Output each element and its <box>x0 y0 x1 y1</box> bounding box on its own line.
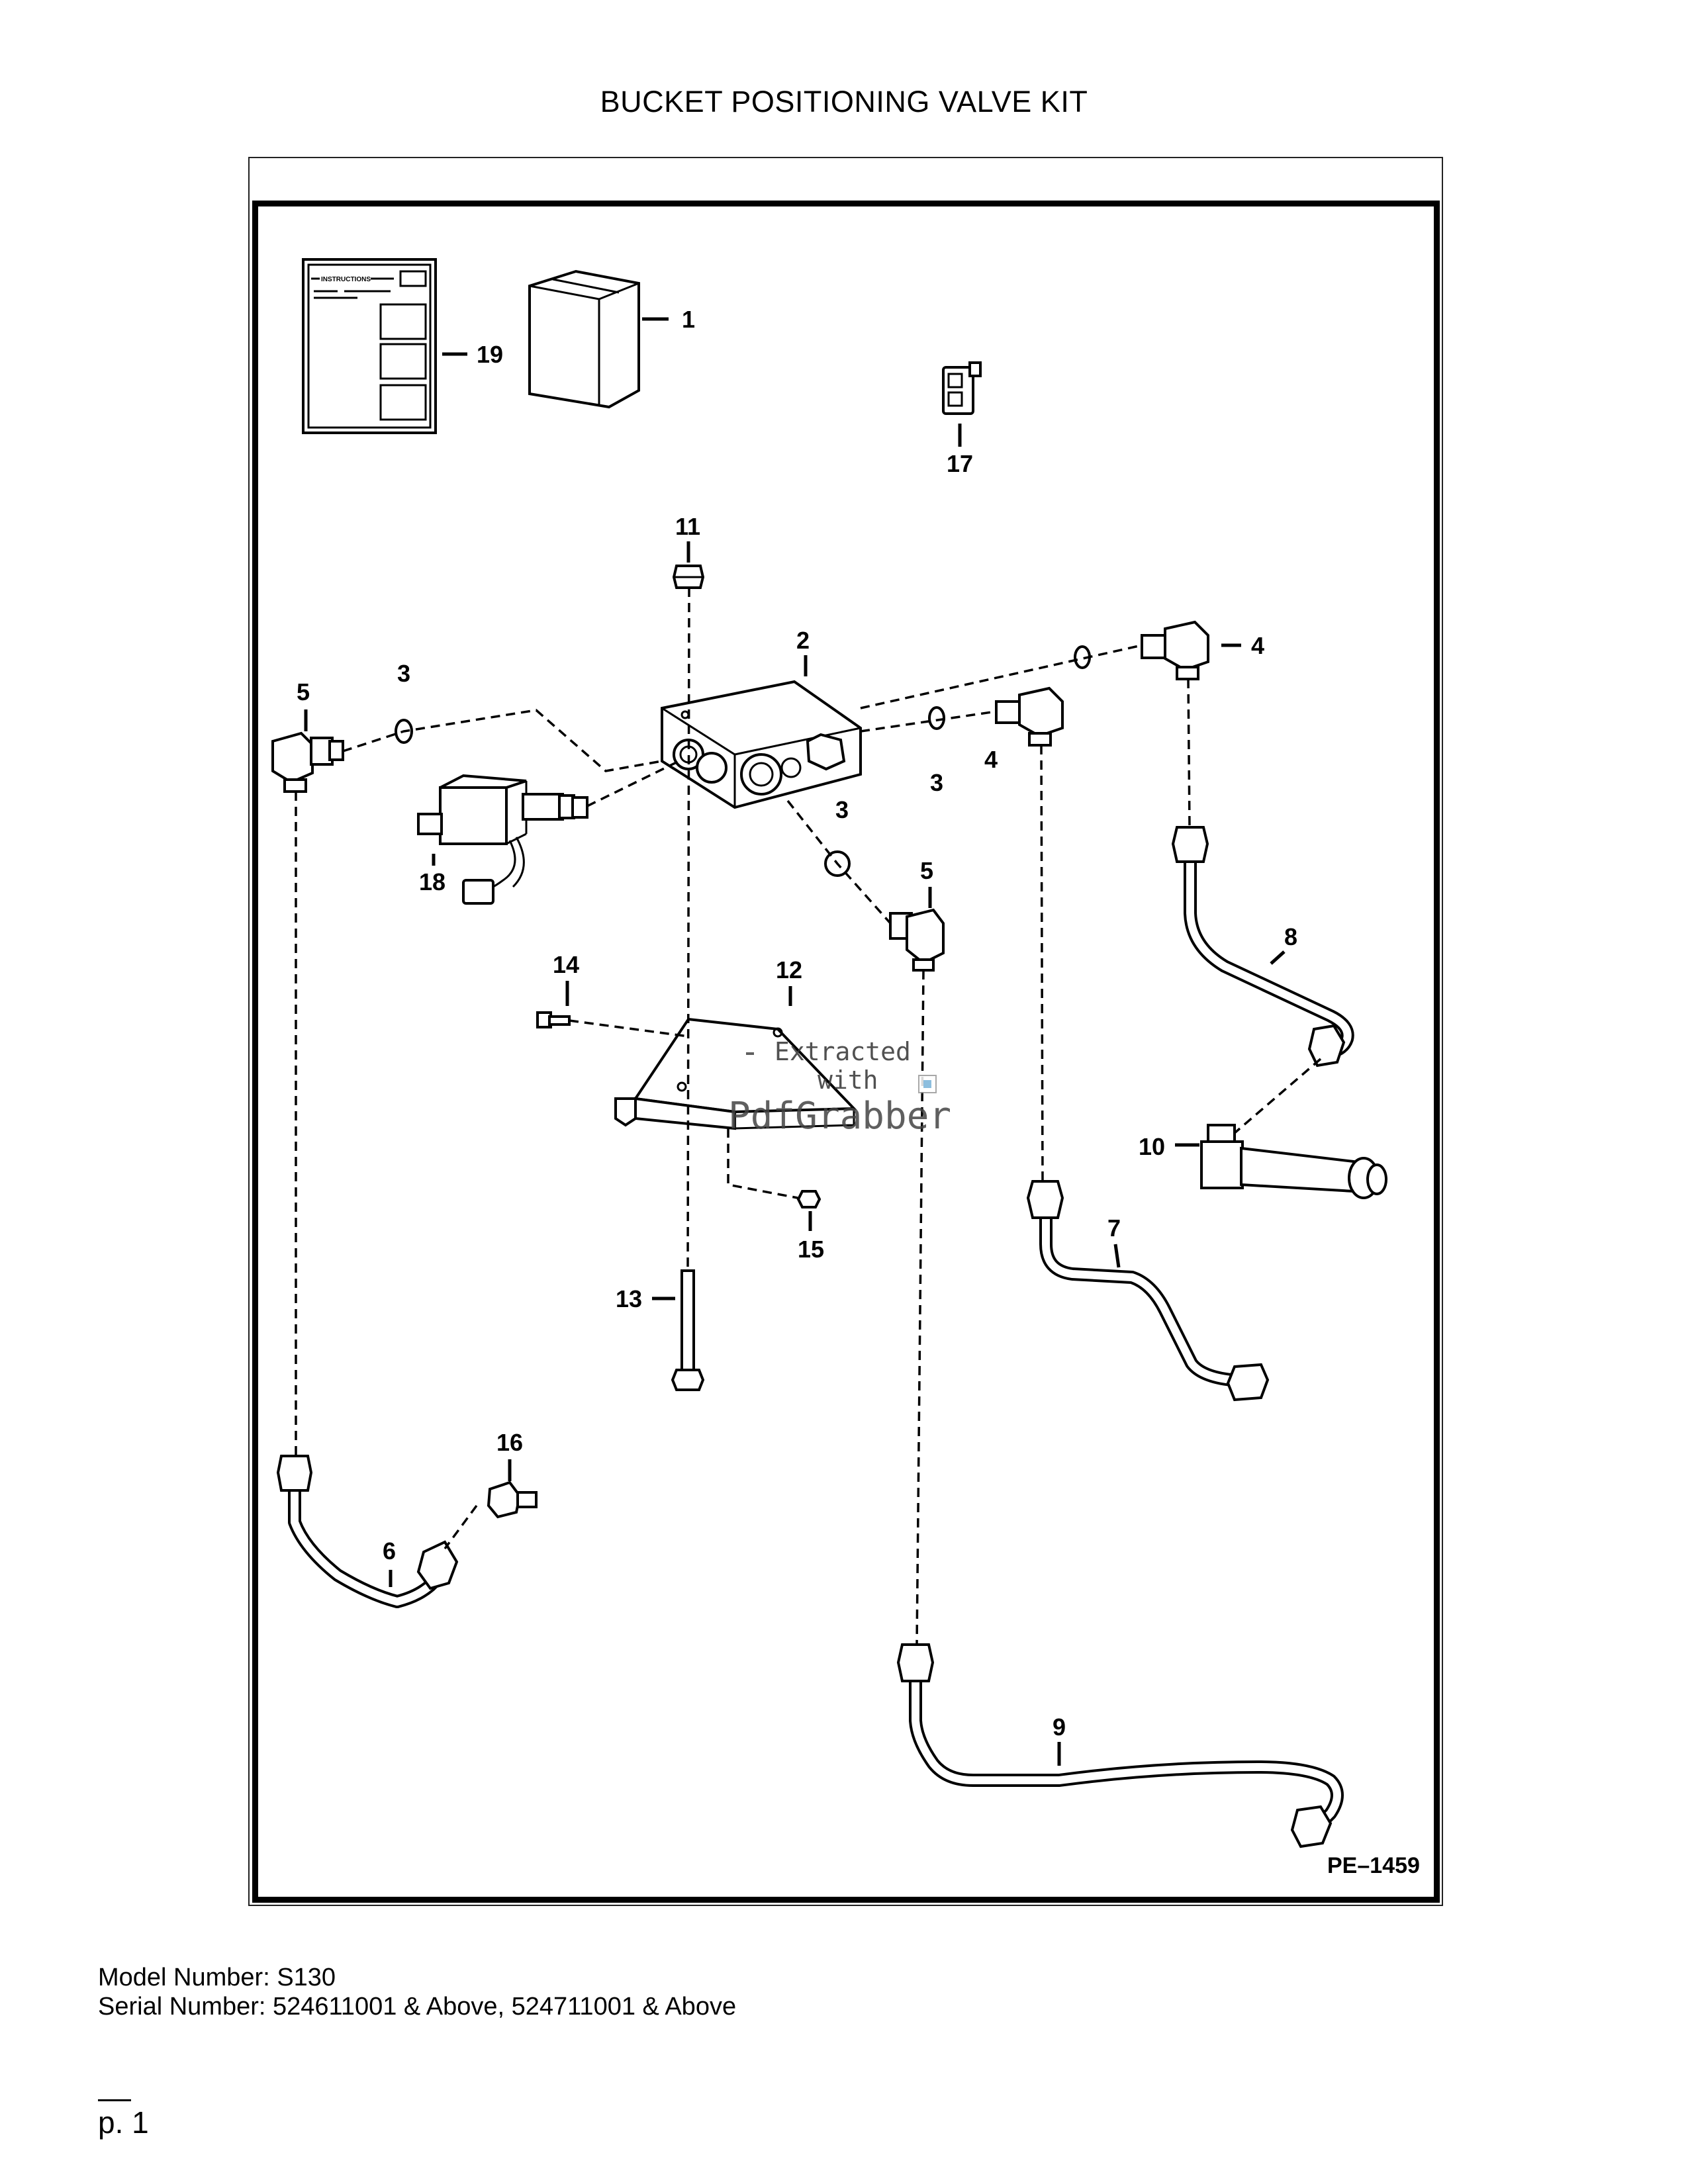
tee-fitting-part <box>487 1480 538 1519</box>
callout-3: 3 <box>397 660 410 687</box>
switch-part <box>942 361 982 415</box>
watermark-line-3: PdfGrabber <box>728 1095 951 1138</box>
callout-5: 5 <box>920 857 933 884</box>
callout-4: 4 <box>984 746 998 773</box>
diagram-inner-frame <box>252 201 1440 1903</box>
callout-13: 13 <box>616 1285 642 1312</box>
tube-7-part <box>1026 1180 1270 1402</box>
page-title: BUCKET POSITIONING VALVE KIT <box>600 85 1088 118</box>
callout-2: 2 <box>796 627 810 654</box>
callout-3: 3 <box>930 769 943 796</box>
solenoid-part <box>417 774 588 905</box>
callout-8: 8 <box>1284 923 1297 950</box>
callout-6: 6 <box>383 1537 396 1565</box>
page-number: p. 1 <box>98 2105 149 2140</box>
instructions-label: INSTRUCTIONS <box>321 276 371 283</box>
callout-19: 19 <box>477 341 503 368</box>
callout-7: 7 <box>1107 1214 1121 1242</box>
callout-12: 12 <box>776 956 802 983</box>
elbow-fitting-right-part <box>995 686 1064 747</box>
tube-9-part <box>896 1643 1344 1848</box>
instructions-sheet-part: INSTRUCTIONS <box>302 258 437 434</box>
watermark-line-1: Extracted <box>774 1037 911 1066</box>
callout-11: 11 <box>675 513 700 540</box>
tube-6-part <box>276 1455 459 1608</box>
callout-1: 1 <box>682 306 695 333</box>
callout-9: 9 <box>1053 1713 1066 1741</box>
elbow-fitting-middle-part <box>889 908 945 972</box>
callout-4: 4 <box>1251 632 1264 659</box>
callout-5: 5 <box>297 678 310 705</box>
long-bolt-part <box>671 1269 705 1391</box>
tube-8-part <box>1171 826 1354 1068</box>
o-ring-part <box>928 706 945 730</box>
callout-numbers: 1 2 3 3 3 4 4 5 5 6 7 8 9 10 11 12 13 14… <box>297 306 1297 1741</box>
kit-box-part <box>528 269 640 409</box>
nut-part <box>796 1190 821 1208</box>
callout-3: 3 <box>835 796 849 823</box>
plug-part <box>672 565 705 589</box>
callout-18: 18 <box>419 868 445 895</box>
diagram-outer-frame <box>248 157 1443 1906</box>
leader-lines <box>304 317 1286 1766</box>
watermark: Extracted with PdfGrabber <box>728 1037 951 1138</box>
callout-10: 10 <box>1139 1133 1165 1160</box>
callout-16: 16 <box>496 1429 523 1456</box>
serial-number: Serial Number: 524611001 & Above, 524711… <box>98 1993 737 2021</box>
small-bolt-part <box>536 1011 571 1028</box>
elbow-fitting-left-part <box>271 731 344 793</box>
mounting-bracket-part <box>614 1017 857 1130</box>
callout-14: 14 <box>553 951 579 978</box>
tee-adapter-part <box>1200 1124 1387 1199</box>
callout-17: 17 <box>947 450 973 477</box>
footer-divider <box>98 2099 131 2101</box>
watermark-line-2: with <box>818 1066 878 1095</box>
figure-reference: PE–1459 <box>1327 1853 1420 1878</box>
model-number: Model Number: S130 <box>98 1964 336 1991</box>
callout-15: 15 <box>798 1236 824 1263</box>
valve-block-part <box>661 680 862 809</box>
elbow-fitting-right-part <box>1141 620 1209 680</box>
